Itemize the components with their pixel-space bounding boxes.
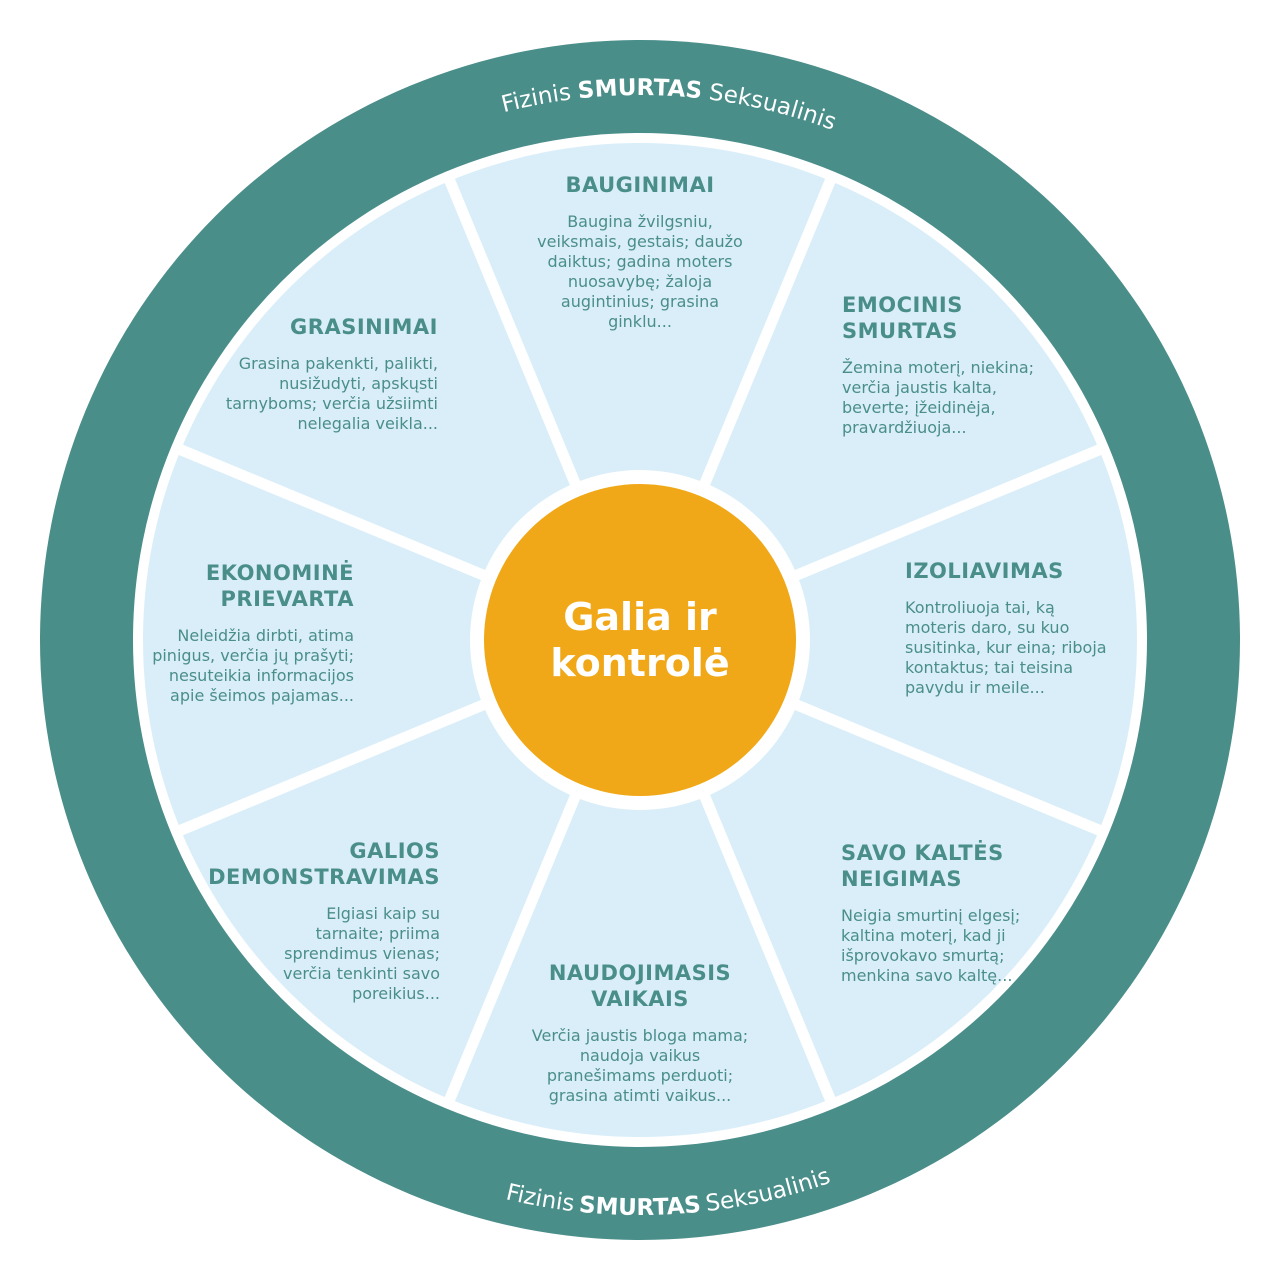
sector-divider <box>696 785 839 1109</box>
sector-emocinis-smurtas: EMOCINIS SMURTAS Žemina moterį, niekina;… <box>842 292 1057 438</box>
sector-text: Baugina žvilgsniu, veiksmais, gestais; d… <box>537 212 743 331</box>
sector-divider <box>171 441 495 584</box>
sector-text: Neleidžia dirbti, atima pinigus, verčia … <box>152 626 354 705</box>
sector-title: IZOLIAVIMAS <box>905 559 1064 583</box>
sector-naudojimasis-vaikais: NAUDOJIMASIS VAIKAIS Verčia jaustis blog… <box>530 960 750 1106</box>
sector-title: GRASINIMAI <box>290 315 438 339</box>
sector-text: Elgiasi kaip su tarnaite; priima sprendi… <box>283 904 440 1003</box>
sector-title: NAUDOJIMASIS VAIKAIS <box>548 961 732 1011</box>
sector-title: EMOCINIS SMURTAS <box>842 293 963 343</box>
sector-title: EKONOMINĖ PRIEVARTA <box>205 561 354 611</box>
sector-divider <box>785 696 1109 839</box>
sector-text: Verčia jaustis bloga mama; naudoja vaiku… <box>531 1026 749 1105</box>
sector-grasinimai: GRASINIMAI Grasina pakenkti, palikti, nu… <box>208 314 438 434</box>
ring-top-middle-label: SMURTAS <box>577 75 704 104</box>
sector-title: BAUGINIMAI <box>565 173 715 197</box>
sector-title: GALIOS DEMONSTRAVIMAS <box>208 839 440 889</box>
sector-text: Neigia smurtinį elgesį; kaltina moterį, … <box>841 906 1021 985</box>
center-circle <box>484 484 796 796</box>
sector-galios-demonstravimas: GALIOS DEMONSTRAVIMAS Elgiasi kaip su ta… <box>180 838 440 1004</box>
sector-divider <box>171 696 495 839</box>
sector-text: Grasina pakenkti, palikti, nusižudyti, a… <box>225 354 438 433</box>
sector-text: Kontroliuoja tai, ką moteris daro, su ku… <box>905 598 1107 697</box>
sector-izoliavimas: IZOLIAVIMAS Kontroliuoja tai, ką moteris… <box>905 558 1120 698</box>
sector-text: Žemina moterį, niekina; verčia jaustis k… <box>842 358 1035 437</box>
sector-dividers <box>171 171 1109 1109</box>
sector-divider <box>785 441 1109 584</box>
sector-title: SAVO KALTĖS NEIGIMAS <box>841 841 1004 891</box>
sector-ekonomine-prievarta: EKONOMINĖ PRIEVARTA Neleidžia dirbti, at… <box>140 560 354 706</box>
ring-bottom-middle-label: SMURTAS <box>578 1192 702 1221</box>
sector-divider <box>441 171 584 495</box>
sector-divider <box>696 171 839 495</box>
sector-bauginimai: BAUGINIMAI Baugina žvilgsniu, veiksmais,… <box>520 172 760 332</box>
sector-divider <box>441 785 584 1109</box>
sector-savo-kaltes-neigimas: SAVO KALTĖS NEIGIMAS Neigia smurtinį elg… <box>841 840 1046 986</box>
